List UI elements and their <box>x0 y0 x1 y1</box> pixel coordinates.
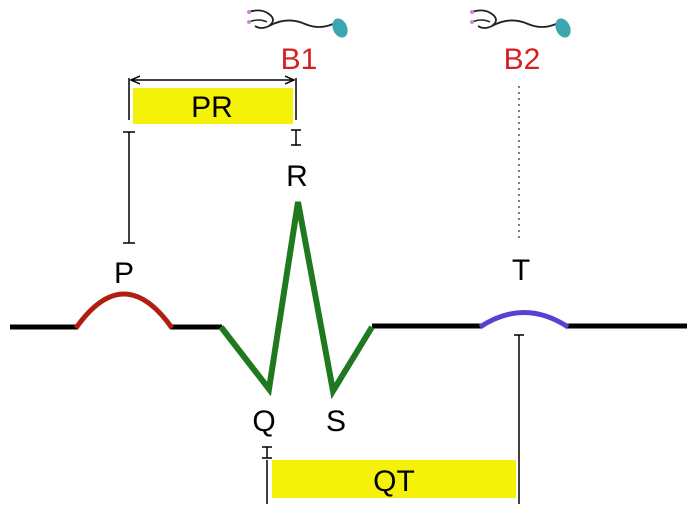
qt-interval: QT <box>266 458 520 504</box>
s-wave-label: S <box>326 405 346 438</box>
pr-interval: PR <box>128 78 297 124</box>
q-wave-label: Q <box>252 405 275 438</box>
pr-interval-box <box>133 88 293 124</box>
b2-sound-label: B2 <box>504 43 541 76</box>
stethoscope-icon <box>470 9 571 38</box>
t-marker-line <box>514 334 524 458</box>
t-wave <box>478 310 570 330</box>
q-marker-tick <box>262 446 272 459</box>
stethoscope-icon <box>247 9 348 38</box>
p-marker-line <box>123 131 135 244</box>
p-wave <box>73 291 175 330</box>
p-wave-label: P <box>114 257 134 290</box>
pr-interval-label: PR <box>191 91 233 124</box>
t-wave-label: T <box>512 254 530 287</box>
qt-interval-label: QT <box>373 465 415 498</box>
r-wave-label: R <box>286 160 308 193</box>
qrs-complex <box>218 201 375 400</box>
qt-interval-box <box>272 460 516 498</box>
b1-sound-label: B1 <box>281 43 318 76</box>
r-marker-tick <box>291 129 301 146</box>
